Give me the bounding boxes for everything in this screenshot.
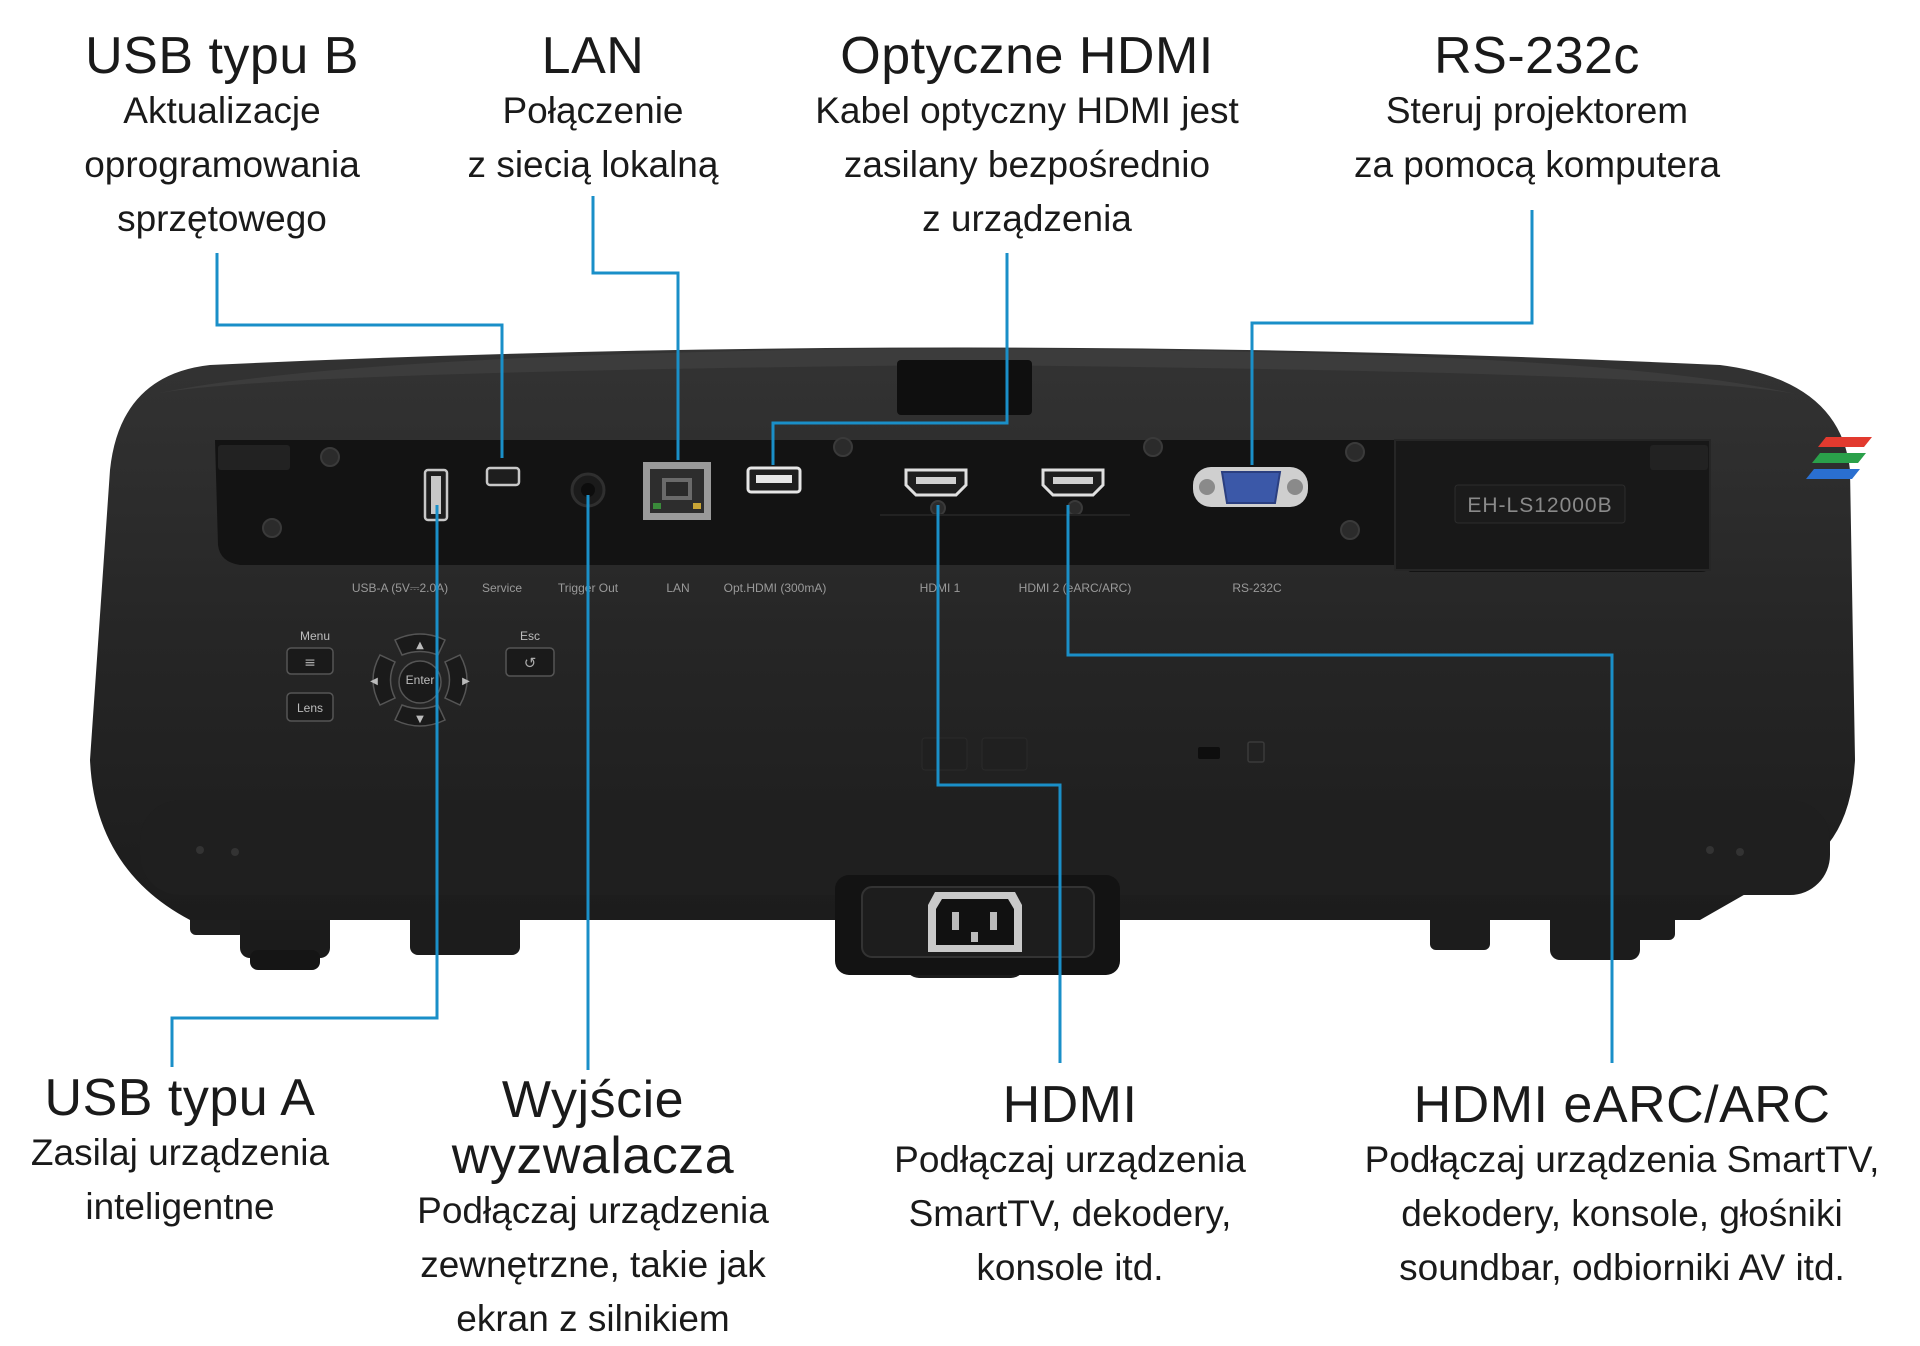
projector-lower-band	[140, 800, 1830, 895]
svg-text:◀: ◀	[370, 676, 378, 687]
label-trigger-line-1: Podłączaj urządzenia	[417, 1190, 769, 1231]
port-labels: USB-A (5V⎓2.0A) Service Trigger Out LAN …	[352, 581, 1282, 595]
svg-text:▼: ▼	[416, 714, 424, 725]
label-hdmi-earc: HDMI eARC/ARC Podłączaj urządzenia Smart…	[1365, 1077, 1880, 1295]
svg-text:▶: ▶	[462, 676, 470, 687]
label-usb-a-line-2: inteligentne	[85, 1186, 275, 1227]
label-opt-hdmi: Optyczne HDMI Kabel optyczny HDMI jest z…	[815, 28, 1239, 246]
label-opt-hdmi-line-2: zasilany bezpośrednio	[843, 144, 1211, 185]
label-trigger-title: Wyjście wyzwalacza	[417, 1072, 769, 1184]
label-trigger: Wyjście wyzwalacza Podłączaj urządzenia …	[417, 1072, 769, 1346]
label-usb-b: USB typu B Aktualizacje oprogramowania s…	[84, 28, 360, 246]
port-label-rs232: RS-232C	[1232, 581, 1282, 595]
label-lan-title: LAN	[541, 27, 645, 85]
label-lan: LAN Połączenie z siecią lokalną	[468, 28, 719, 192]
lens-label: Lens	[297, 701, 323, 715]
label-lan-line-1: Połączenie	[502, 90, 684, 131]
esc-label: Esc	[520, 629, 540, 643]
label-usb-b-line-1: Aktualizacje	[123, 90, 321, 131]
label-usb-a: USB typu A Zasilaj urządzenia inteligent…	[31, 1070, 329, 1234]
label-usb-a-title: USB typu A	[44, 1069, 316, 1127]
enter-button	[398, 660, 442, 704]
label-opt-hdmi-title: Optyczne HDMI	[840, 27, 1214, 85]
label-trigger-title-line-2: wyzwalacza	[451, 1127, 735, 1185]
label-usb-a-line-1: Zasilaj urządzenia	[30, 1132, 330, 1173]
port-label-usb-a: USB-A (5V⎓2.0A)	[352, 581, 448, 595]
body-features	[921, 737, 1265, 771]
callout-line-usb-a	[170, 505, 439, 1067]
model-plate: EH-LS12000B	[1454, 484, 1626, 524]
port-label-hdmi1: HDMI 1	[920, 581, 961, 595]
top-tab	[897, 360, 1032, 415]
optical-hdmi-port	[746, 466, 802, 494]
label-usb-b-line-2: oprogramowania	[84, 144, 360, 185]
power-inlet	[835, 875, 1120, 975]
callout-line-opt-hdmi	[771, 253, 1009, 465]
hdmi1-port	[904, 468, 968, 516]
esc-button	[505, 647, 555, 677]
label-rs232-line-2: za pomocą komputera	[1353, 144, 1721, 185]
direction-pad: ▲ ▼ ◀ ▶ Enter	[370, 633, 470, 727]
label-usb-a-desc: Zasilaj urządzenia inteligentne	[31, 1126, 329, 1234]
label-hdmi-earc-desc: Podłączaj urządzenia SmartTV, dekodery, …	[1365, 1133, 1880, 1295]
label-trigger-line-3: ekran z silnikiem	[456, 1298, 730, 1339]
callout-lines	[170, 196, 1614, 1070]
label-lan-line-2: z siecią lokalną	[467, 144, 719, 185]
callout-line-rs232	[1250, 210, 1534, 465]
label-hdmi-line-3: konsole itd.	[976, 1247, 1164, 1288]
label-hdmi: HDMI Podłączaj urządzenia SmartTV, dekod…	[894, 1077, 1246, 1295]
model-name: EH-LS12000B	[1467, 494, 1612, 517]
label-usb-b-title: USB typu B	[85, 27, 359, 85]
label-hdmi-line-2: SmartTV, dekodery,	[908, 1193, 1232, 1234]
label-hdmi-earc-line-3: soundbar, odbiorniki AV itd.	[1399, 1247, 1845, 1288]
label-usb-b-line-3: sprzętowego	[117, 198, 327, 239]
label-hdmi-line-1: Podłączaj urządzenia	[894, 1139, 1246, 1180]
label-hdmi-desc: Podłączaj urządzenia SmartTV, dekodery, …	[894, 1133, 1246, 1295]
bottom-dots	[196, 846, 1744, 856]
label-rs232-title: RS-232c	[1434, 27, 1640, 85]
label-trigger-desc: Podłączaj urządzenia zewnętrzne, takie j…	[417, 1184, 769, 1346]
label-opt-hdmi-desc: Kabel optyczny HDMI jest zasilany bezpoś…	[815, 84, 1239, 246]
label-lan-desc: Połączenie z siecią lokalną	[468, 84, 719, 192]
port-label-hdmi2: HDMI 2 (eARC/ARC)	[1019, 581, 1132, 595]
label-opt-hdmi-line-3: z urządzenia	[922, 198, 1132, 239]
menu-button	[286, 647, 334, 675]
svg-text:≡: ≡	[304, 655, 316, 671]
label-trigger-line-2: zewnętrzne, takie jak	[420, 1244, 766, 1285]
lan-port	[643, 462, 711, 520]
color-stripes-logo	[1806, 437, 1872, 479]
port-label-opt-hdmi: Opt.HDMI (300mA)	[724, 581, 827, 595]
label-opt-hdmi-line-1: Kabel optyczny HDMI jest	[815, 90, 1239, 131]
label-hdmi-earc-line-1: Podłączaj urządzenia SmartTV,	[1364, 1139, 1880, 1180]
label-hdmi-title: HDMI	[1002, 1076, 1138, 1134]
label-rs232-desc: Steruj projektorem za pomocą komputera	[1354, 84, 1720, 192]
port-label-service: Service	[482, 581, 522, 595]
callout-line-hdmi-earc	[1066, 505, 1614, 1063]
svg-text:▲: ▲	[416, 640, 424, 651]
menu-label: Menu	[300, 629, 330, 643]
callout-line-usb-b	[215, 253, 504, 458]
lens-button	[286, 692, 334, 722]
enter-label: Enter	[406, 673, 435, 687]
svg-text:↺: ↺	[524, 654, 537, 672]
callout-line-hdmi	[936, 505, 1062, 1063]
label-hdmi-earc-line-2: dekodery, konsole, głośniki	[1401, 1193, 1843, 1234]
label-rs232-line-1: Steruj projektorem	[1385, 90, 1689, 131]
rs232-port	[1193, 467, 1308, 507]
port-label-lan: LAN	[666, 581, 689, 595]
label-trigger-title-line-1: Wyjście	[501, 1071, 685, 1129]
hdmi2-port	[1041, 468, 1105, 516]
label-usb-b-desc: Aktualizacje oprogramowania sprzętowego	[84, 84, 360, 246]
callout-line-lan	[591, 196, 680, 460]
control-buttons: Menu ≡ Lens Esc ↺ ▲ ▼ ◀ ▶ Enter	[286, 629, 555, 727]
projector-top-edge	[150, 348, 1800, 395]
usb-b-service-port	[485, 466, 521, 487]
label-hdmi-earc-title: HDMI eARC/ARC	[1413, 1076, 1831, 1134]
label-rs232: RS-232c Steruj projektorem za pomocą kom…	[1354, 28, 1720, 192]
